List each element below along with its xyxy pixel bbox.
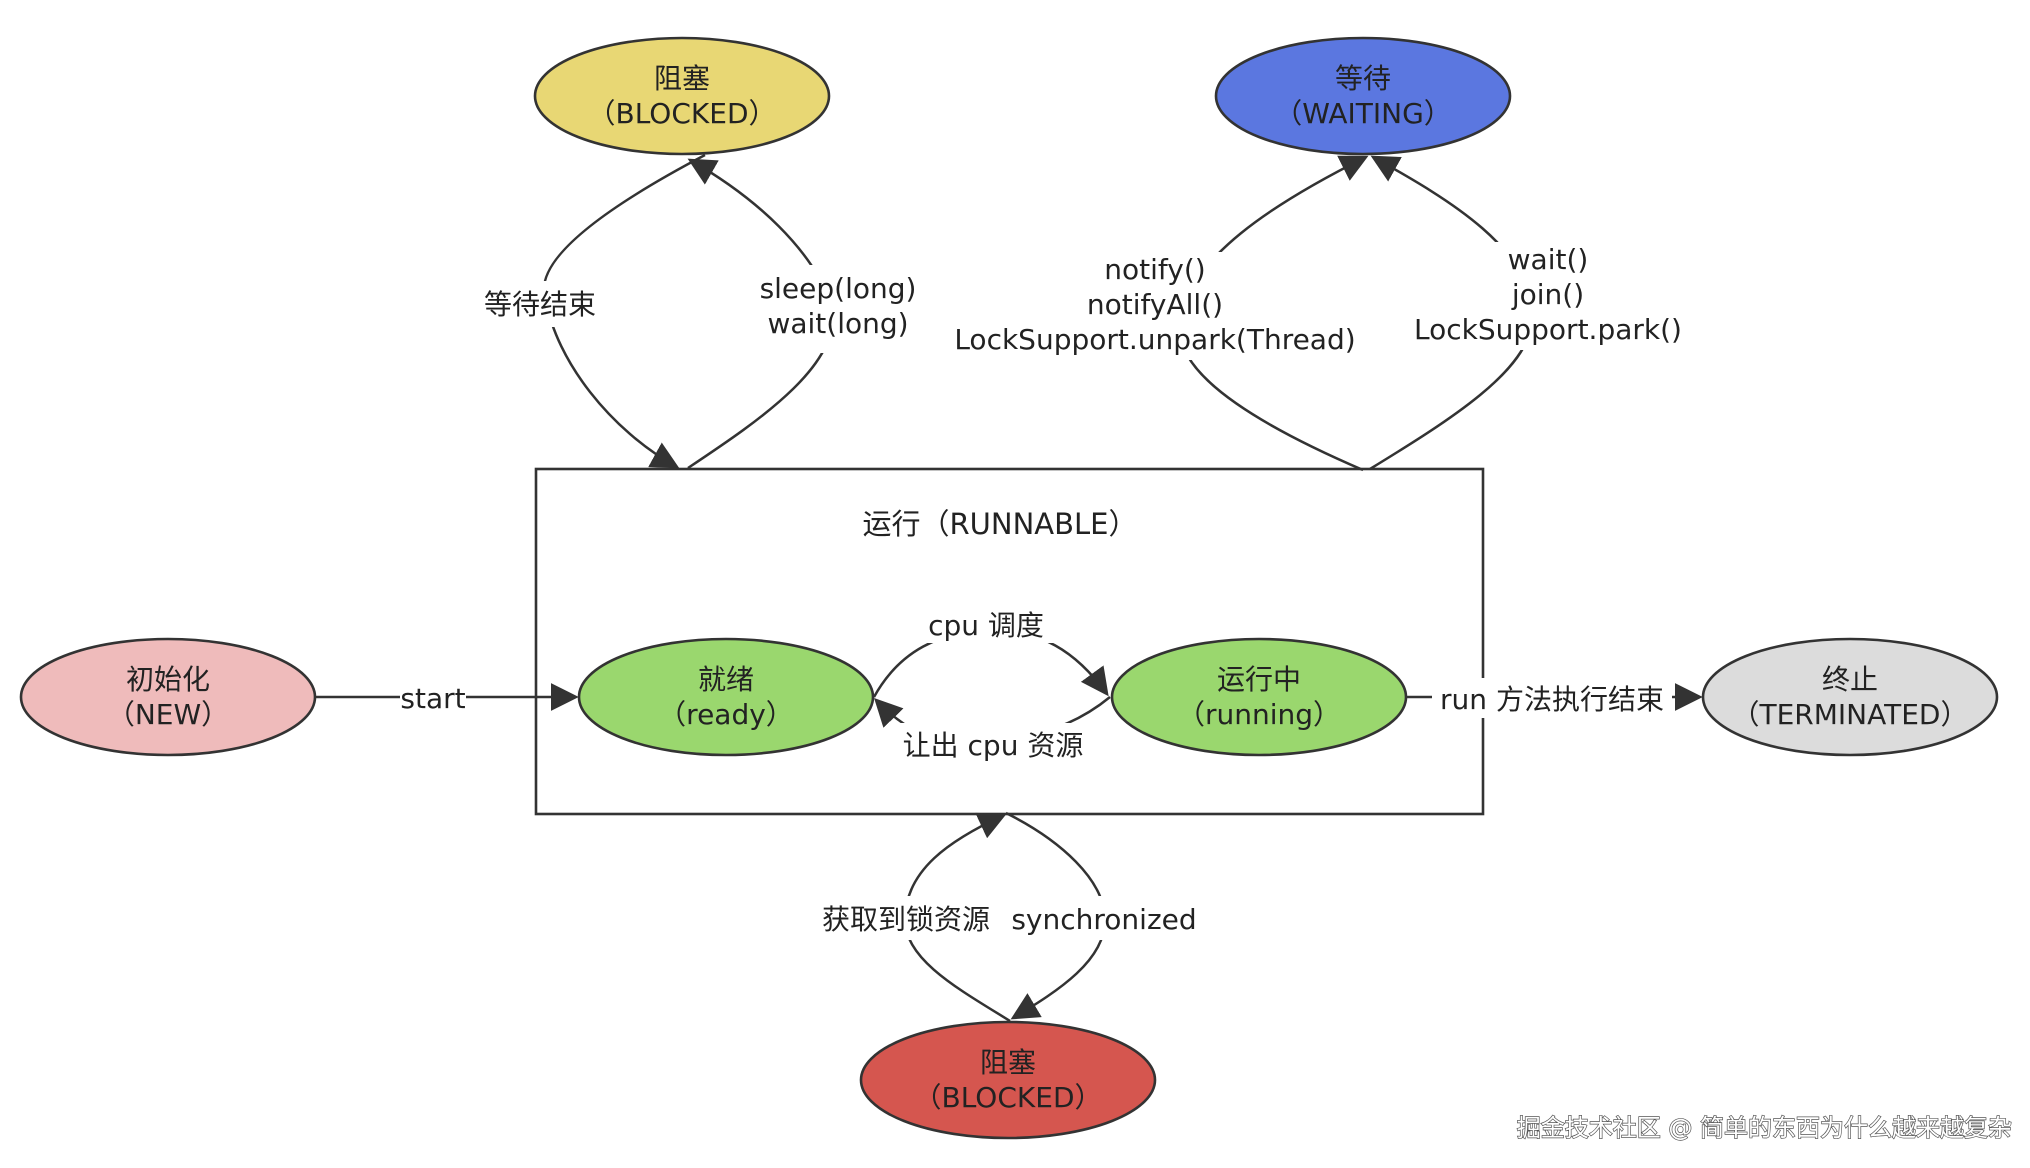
state-running-sub: （running） [1177, 698, 1341, 731]
edge-label-wait: wait() [1508, 243, 1589, 276]
runnable-box-title: 运行（RUNNABLE） [863, 507, 1138, 541]
edge-label-cpu-schedule: cpu 调度 [928, 609, 1044, 642]
state-terminated: 终止 （TERMINATED） [1701, 637, 1999, 757]
edge-label-notify: notify() [1104, 253, 1205, 286]
state-terminated-name: 终止 [1822, 663, 1878, 696]
state-blocked-top-name: 阻塞 [654, 62, 710, 95]
edge-label-acquire-lock: 获取到锁资源 [822, 903, 990, 936]
state-ready: 就绪 （ready） [577, 637, 875, 757]
state-new: 初始化 （NEW） [19, 637, 317, 757]
state-blocked-bottom-sub: （BLOCKED） [913, 1081, 1102, 1114]
state-new-name: 初始化 [126, 663, 210, 696]
state-ready-sub: （ready） [658, 698, 794, 731]
state-blocked-top-sub: （BLOCKED） [587, 97, 776, 130]
edge-label-synchronized: synchronized [1011, 903, 1196, 936]
edge-label-sleep-long: sleep(long) [760, 272, 917, 305]
state-blocked-bottom: 阻塞 （BLOCKED） [859, 1020, 1157, 1140]
state-new-sub: （NEW） [107, 698, 229, 731]
edge-label-park: LockSupport.park() [1414, 313, 1682, 346]
edge-label-yield-cpu: 让出 cpu 资源 [903, 729, 1084, 762]
state-blocked-top: 阻塞 （BLOCKED） [533, 36, 831, 156]
state-waiting: 等待 （WAITING） [1214, 36, 1512, 156]
state-ready-name: 就绪 [698, 663, 754, 696]
edge-label-notify-all: notifyAll() [1087, 288, 1223, 321]
edge-label-run-end: run 方法执行结束 [1440, 683, 1664, 716]
edge-label-join: join() [1511, 278, 1584, 311]
watermark: 掘金技术社区 @ 简单的东西为什么越来越复杂 [1517, 1114, 2012, 1142]
state-waiting-name: 等待 [1335, 62, 1391, 95]
edge-label-wait-end: 等待结束 [484, 288, 596, 321]
state-running-name: 运行中 [1217, 663, 1301, 696]
state-terminated-sub: （TERMINATED） [1732, 698, 1969, 731]
state-running: 运行中 （running） [1110, 637, 1408, 757]
state-blocked-bottom-name: 阻塞 [980, 1046, 1036, 1079]
edge-label-wait-long: wait(long) [767, 307, 908, 340]
state-waiting-sub: （WAITING） [1274, 97, 1452, 130]
edge-label-start: start [400, 682, 465, 715]
edge-label-unpark: LockSupport.unpark(Thread) [954, 323, 1355, 356]
